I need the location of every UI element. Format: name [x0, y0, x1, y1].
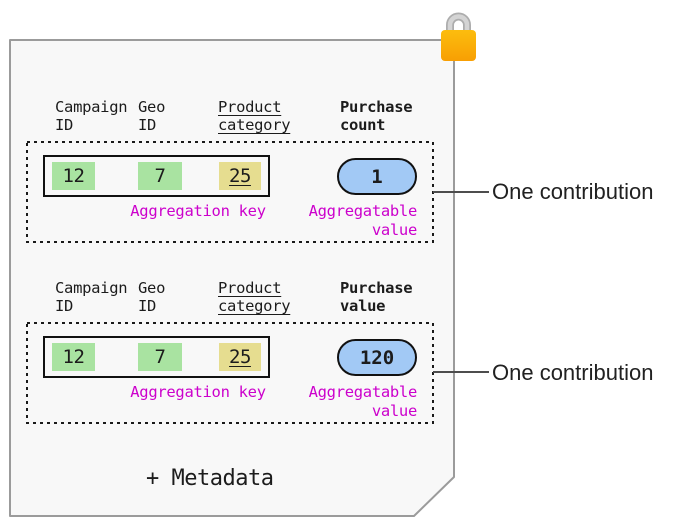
product-category-header: Product category — [218, 98, 291, 134]
geo-id-header: Geo ID — [138, 98, 166, 134]
contribution-2: Campaign ID Geo ID Product category Purc… — [0, 279, 700, 449]
metadata-label: + Metadata — [146, 466, 274, 491]
aggregation-key-label: Aggregation key — [130, 202, 266, 220]
purchase-count-header: Purchase count — [340, 98, 413, 134]
product-category-cell: 25 — [219, 343, 261, 371]
campaign-id-value: 12 — [62, 346, 85, 368]
aggregatable-value-label: Aggregatable value — [308, 202, 418, 239]
aggregatable-value-pill: 120 — [337, 339, 417, 376]
contribution-1: Campaign ID Geo ID Product category Purc… — [0, 98, 700, 268]
product-category-value: 25 — [229, 165, 251, 187]
geo-id-cell: 7 — [138, 343, 182, 371]
aggregatable-value-pill: 1 — [337, 158, 417, 195]
campaign-id-header: Campaign ID — [55, 98, 128, 134]
lock-icon — [441, 12, 476, 61]
geo-id-cell: 7 — [138, 162, 182, 190]
campaign-id-value: 12 — [62, 165, 85, 187]
purchase-count-value: 1 — [371, 165, 383, 188]
lock-body — [441, 30, 476, 61]
purchase-value-header: Purchase value — [340, 279, 413, 315]
aggregation-key-label: Aggregation key — [130, 383, 266, 401]
lock-shackle-highlight — [447, 14, 470, 39]
geo-id-value: 7 — [154, 165, 166, 187]
aggregatable-value-label: Aggregatable value — [308, 383, 418, 420]
product-category-header: Product category — [218, 279, 291, 315]
campaign-id-cell: 12 — [52, 162, 95, 190]
product-category-cell: 25 — [219, 162, 261, 190]
one-contribution-label: One contribution — [492, 179, 654, 204]
campaign-id-header: Campaign ID — [55, 279, 128, 315]
purchase-value-value: 120 — [359, 346, 395, 369]
geo-id-header: Geo ID — [138, 279, 166, 315]
campaign-id-cell: 12 — [52, 343, 95, 371]
geo-id-value: 7 — [154, 346, 166, 368]
product-category-value: 25 — [229, 346, 251, 368]
one-contribution-label: One contribution — [492, 360, 654, 385]
